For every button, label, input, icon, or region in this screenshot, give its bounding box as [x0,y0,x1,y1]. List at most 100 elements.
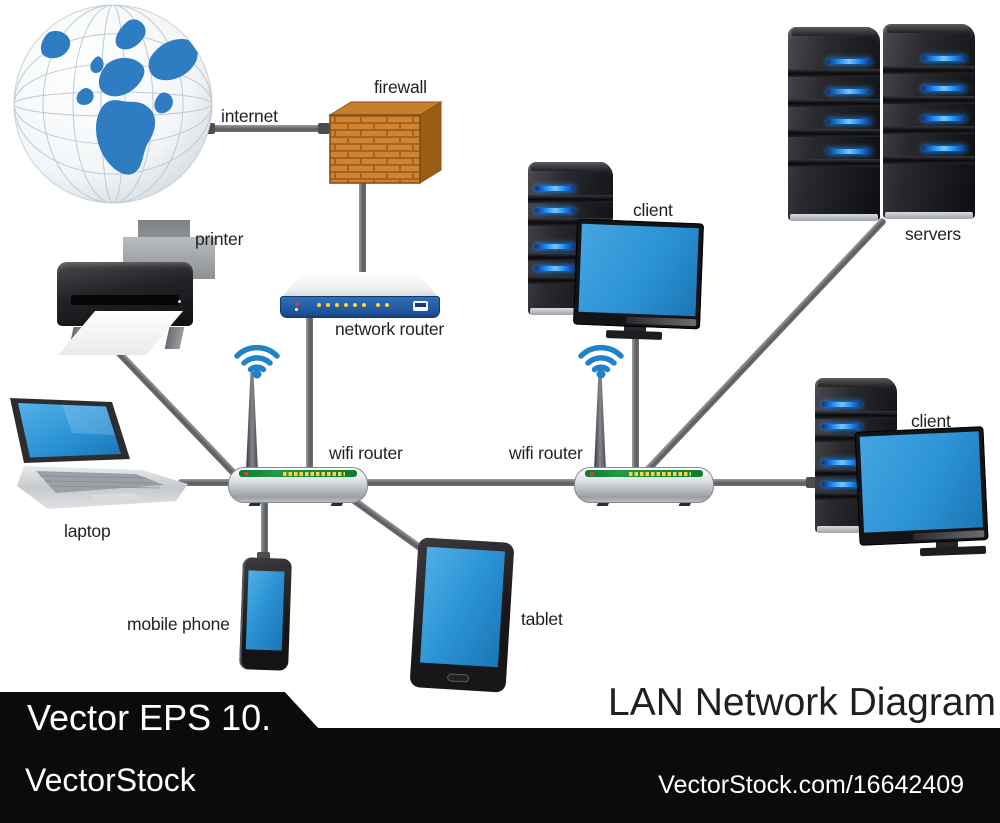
laptop-screen-shine [62,405,115,435]
tower-led [822,460,862,465]
cable-firewall-router [359,180,366,276]
router-power-led [244,472,248,476]
cable-wifirouter-client2 [708,479,820,486]
router-port-led [335,303,339,307]
network-router-front [280,296,440,318]
router-port-led [362,303,366,307]
page-title: LAN Network Diagram [608,681,996,724]
cable-connector [318,123,330,134]
router-led-strip [239,470,357,477]
wifi-router-right [574,467,714,503]
tower-led [535,208,575,213]
laptop-screen [18,403,121,458]
cable-connector [257,552,270,562]
cable-client-wifirouter [632,336,639,472]
tower-led [535,186,575,191]
router-port-led [385,303,389,307]
tower-shelf [528,218,613,226]
router-status-led [295,308,298,311]
laptop-key-rows [39,475,161,489]
tower-shelf [528,253,613,261]
banner-bottom-bar [0,728,1000,823]
tower-shelf [883,126,975,134]
tower-led [535,266,575,271]
label-wifi-router-right: wifi router [509,443,583,463]
tower-shelf [528,276,613,284]
tower-led [822,424,862,429]
label-mobile-phone: mobile phone [127,614,230,634]
monitor-stand-base [919,545,987,557]
tower-shelf [788,99,880,107]
phone-screen [245,570,285,651]
printer-output-slot [71,295,179,305]
router-port-led [344,303,348,307]
printer-leg [164,327,185,349]
server-led [922,146,966,151]
tower-shelf [883,156,975,164]
banner-brand-text: VectorStock [25,762,196,798]
usb-port-icon [413,301,428,311]
router-port-led [353,303,357,307]
cable-router-wifirouter [306,314,313,472]
antenna-icon [594,371,606,471]
network-router-top [282,272,438,297]
mobile-phone-icon [239,557,292,671]
tablet-screen [420,546,505,668]
tower-shelf [788,69,880,77]
router-power-led [590,472,594,476]
router-power-led [295,302,299,306]
server-led [922,116,966,121]
client-monitor [854,426,989,546]
cable-connector [806,477,818,488]
wifi-signal-icon [234,344,280,379]
monitor-screen [578,223,699,317]
laptop-icon [10,398,188,509]
cable-connector [205,123,215,134]
label-wifi-router-left: wifi router [329,443,403,463]
router-port-led [376,303,380,307]
server-led [827,59,871,64]
label-servers: servers [905,224,961,244]
monitor-stand-neck [936,538,958,549]
router-port-led [326,303,330,307]
router-port-leds [629,471,691,476]
server-tower [883,24,975,219]
banner-url-text: VectorStock.com/16642409 [658,771,964,799]
monitor-chin [913,530,985,541]
label-laptop: laptop [64,521,111,541]
tower-led [822,482,862,487]
banner-left-flag [0,692,320,730]
wifi-router-left [228,467,368,503]
monitor-chin [626,316,697,327]
label-tablet: tablet [521,609,563,629]
laptop-trackpad [88,493,146,503]
cable-internet-firewall [211,125,332,132]
antenna-icon [246,371,258,471]
client-monitor [573,218,704,330]
server-led [922,86,966,91]
cable-wifirouter-phone [261,500,268,560]
cable-wifirouter-wifirouter [360,479,580,486]
monitor-screen [859,431,983,533]
router-port-led [317,303,321,307]
globe-continents [40,19,198,175]
firewall-icon [328,101,443,184]
server-tower [788,27,880,221]
router-led-strip [585,470,703,477]
tower-shelf [528,195,613,203]
tower-shelf [883,96,975,104]
banner-eps-text: Vector EPS 10. [27,697,272,738]
router-port-leds [283,471,345,476]
wifi-signal-icon [578,344,624,379]
printer-icon [45,215,215,360]
server-led [827,149,871,154]
usb-port-inner [415,303,426,307]
tower-led [822,402,862,407]
tower-shelf [788,129,880,137]
tower-shelf [788,159,880,167]
tablet-icon [409,537,515,693]
label-client-right: client [911,411,951,431]
server-led [922,56,966,61]
server-led [827,119,871,124]
